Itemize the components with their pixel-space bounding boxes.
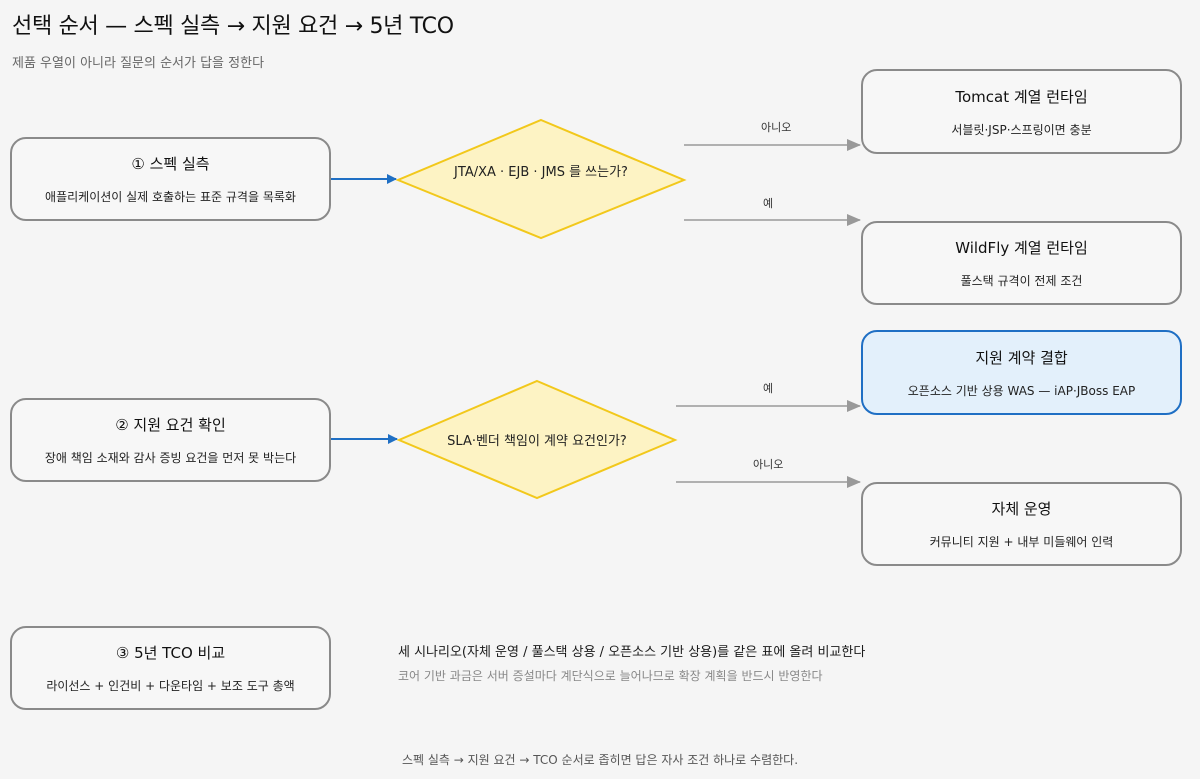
outcome-self-heading: 자체 운영 [991, 500, 1052, 518]
step-support-desc: 장애 책임 소재와 감사 증빙 요건을 먼저 못 박는다 [44, 451, 297, 465]
outcome-contract-heading: 지원 계약 결합 [975, 348, 1068, 367]
page-title: 선택 순서 — 스펙 실측 → 지원 요건 → 5년 TCO [12, 14, 454, 39]
outcome-wildfly-box: WildFly 계열 런타임 풀스택 규격이 전제 조건 [861, 221, 1182, 305]
edge-label-spec-no: 아니오 [761, 121, 792, 134]
step-tco-box: ③ 5년 TCO 비교 라이선스 + 인건비 + 다운타임 + 보조 도구 총액 [10, 626, 331, 710]
outcome-tomcat-desc: 서블릿·JSP·스프링이면 충분 [951, 122, 1092, 137]
step-spec-box: ① 스펙 실측 애플리케이션이 실제 호출하는 표준 규격을 목록화 [10, 137, 331, 221]
edge-label-support-yes: 예 [763, 382, 774, 395]
outcome-self-box: 자체 운영 커뮤니티 지원 + 내부 미들웨어 인력 [861, 482, 1182, 566]
step-support-box: ② 지원 요건 확인 장애 책임 소재와 감사 증빙 요건을 먼저 못 박는다 [10, 398, 331, 482]
tco-note-sub: 코어 기반 과금은 서버 증설마다 계단식으로 늘어나므로 확장 계획을 반드시… [398, 669, 823, 683]
step-spec-desc: 애플리케이션이 실제 호출하는 표준 규격을 목록화 [45, 190, 296, 204]
outcome-self-desc: 커뮤니티 지원 + 내부 미들웨어 인력 [929, 535, 1114, 549]
tco-note-main: 세 시나리오(자체 운영 / 풀스택 상용 / 오픈소스 기반 상용)를 같은 … [398, 645, 866, 660]
edge-label-spec-yes: 예 [763, 197, 774, 210]
outcome-wildfly-heading: WildFly 계열 런타임 [955, 239, 1088, 257]
outcome-contract-desc: 오픈소스 기반 상용 WAS — iAP·JBoss EAP [907, 383, 1136, 398]
step-tco-heading: ③ 5년 TCO 비교 [115, 644, 226, 662]
decision-spec-question: JTA/XA · EJB · JMS 를 쓰는가? [454, 165, 628, 180]
outcome-wildfly-desc: 풀스택 규격이 전제 조건 [960, 274, 1083, 288]
page-subtitle: 제품 우열이 아니라 질문의 순서가 답을 정한다 [12, 56, 265, 71]
step-spec-heading: ① 스펙 실측 [131, 155, 210, 173]
outcome-tomcat-heading: Tomcat 계열 런타임 [955, 87, 1088, 106]
footer-summary: 스펙 실측 → 지원 요건 → TCO 순서로 좁히면 답은 자사 조건 하나로… [401, 753, 799, 767]
step-support-heading: ② 지원 요건 확인 [115, 416, 226, 434]
edge-label-support-no: 아니오 [753, 458, 784, 471]
outcome-contract-box: 지원 계약 결합 오픈소스 기반 상용 WAS — iAP·JBoss EAP [861, 330, 1182, 415]
outcome-tomcat-box: Tomcat 계열 런타임 서블릿·JSP·스프링이면 충분 [861, 69, 1182, 154]
step-tco-desc: 라이선스 + 인건비 + 다운타임 + 보조 도구 총액 [46, 679, 295, 693]
decision-support-question: SLA·벤더 책임이 계약 요건인가? [447, 434, 627, 449]
